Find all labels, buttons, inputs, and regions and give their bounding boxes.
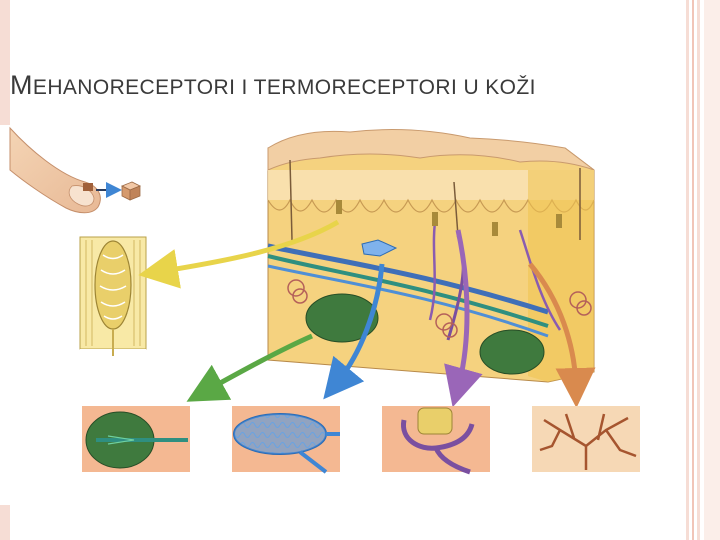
slide-title: MEHANORECEPTORI I TERMORECEPTORI U KOŽI <box>10 70 536 101</box>
arrow-to-free-ending <box>528 262 596 408</box>
right-accent-bars <box>686 0 720 540</box>
slide-title-rest: EHANORECEPTORI I TERMORECEPTORI U KOŽI <box>32 76 536 99</box>
panel-free-ending <box>532 406 640 472</box>
arrow-to-merkel <box>444 229 483 408</box>
panel-merkel <box>382 406 490 475</box>
skin-block <box>267 129 595 383</box>
arrow-to-ruffini <box>323 263 385 400</box>
meissner-enlarged <box>79 236 147 361</box>
pacinian-corpuscle-icon <box>107 435 135 445</box>
arrow-to-meissner <box>138 219 340 289</box>
merkel-disc-icon <box>417 407 453 435</box>
finger-illustration <box>9 126 141 214</box>
slide-title-initial: M <box>10 70 33 100</box>
arrow-to-pacinian <box>186 333 314 402</box>
panel-ruffini <box>232 406 340 474</box>
cube-icon <box>121 181 141 201</box>
left-accent-bar <box>0 0 10 540</box>
free-nerve-ending-icon <box>539 413 637 470</box>
panel-pacinian <box>82 406 190 472</box>
